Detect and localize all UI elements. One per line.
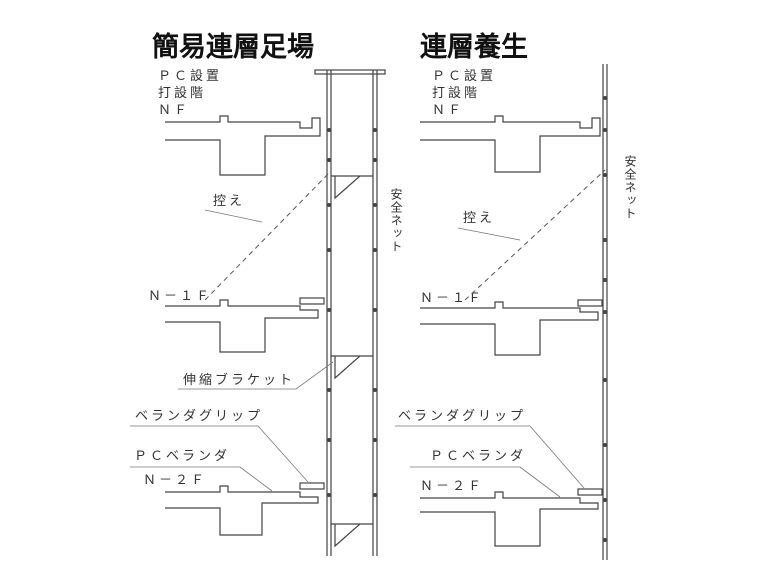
left-safety-net-label: 安全ネット [389,187,403,253]
left-n1f-label: Ｎ－１Ｆ [148,289,212,304]
left-pc-install-label: ＰＣ設置 [158,68,222,84]
right-n1f-grip [577,299,603,307]
left-n2f-label: Ｎ－２Ｆ [143,473,207,488]
right-pole [602,64,608,560]
left-tie-label: 控え [213,194,245,209]
right-pour-floor-label: 打設階 [432,85,480,101]
right-title: 連層養生 [420,31,528,63]
right-safety-net-label: 安全ネット [623,154,637,220]
left-title: 簡易連層足場 [152,31,314,63]
right-n1f-label: Ｎ－１Ｆ [420,291,484,306]
left-nf-label: ＮＦ [158,103,190,118]
left-n1f-grip [299,297,325,305]
right-tie-line [464,169,606,301]
right-tie-label: 控え [463,211,495,226]
left-pour-floor-label: 打設階 [158,85,206,101]
left-diagram: 簡易連層足場 ＰＣ設置 打設階 ＮＦ Ｎ－１Ｆ ＰＣベランダ Ｎ－２Ｆ [130,31,403,556]
right-pc-install-label: ＰＣ設置 [432,68,496,84]
right-diagram: 連層養生 ＰＣ設置 打設階 ＮＦ Ｎ－１Ｆ ＰＣベランダ Ｎ－２Ｆ [395,31,637,560]
left-pc-veranda-label: ＰＣベランダ [134,449,230,464]
left-n2f-grip [299,482,325,490]
right-n2f-grip [577,488,603,496]
left-bracket-label: 伸縮ブラケット [183,372,295,388]
left-tie-line [204,171,331,301]
right-n2f-slab [420,488,603,547]
left-grip-label: ベランダグリップ [135,409,263,424]
right-pc-veranda-label: ＰＣベランダ [430,449,526,464]
right-n1f-slab [420,299,603,356]
right-grip-label: ベランダグリップ [398,409,526,424]
right-nf-slab [420,115,601,173]
right-n2f-label: Ｎ－２Ｆ [420,479,484,494]
right-nf-label: ＮＦ [432,103,464,118]
left-scaffold-frame [314,69,386,556]
left-n2f-slab [165,482,325,536]
left-nf-slab [165,115,321,176]
left-n1f-slab [165,297,325,353]
